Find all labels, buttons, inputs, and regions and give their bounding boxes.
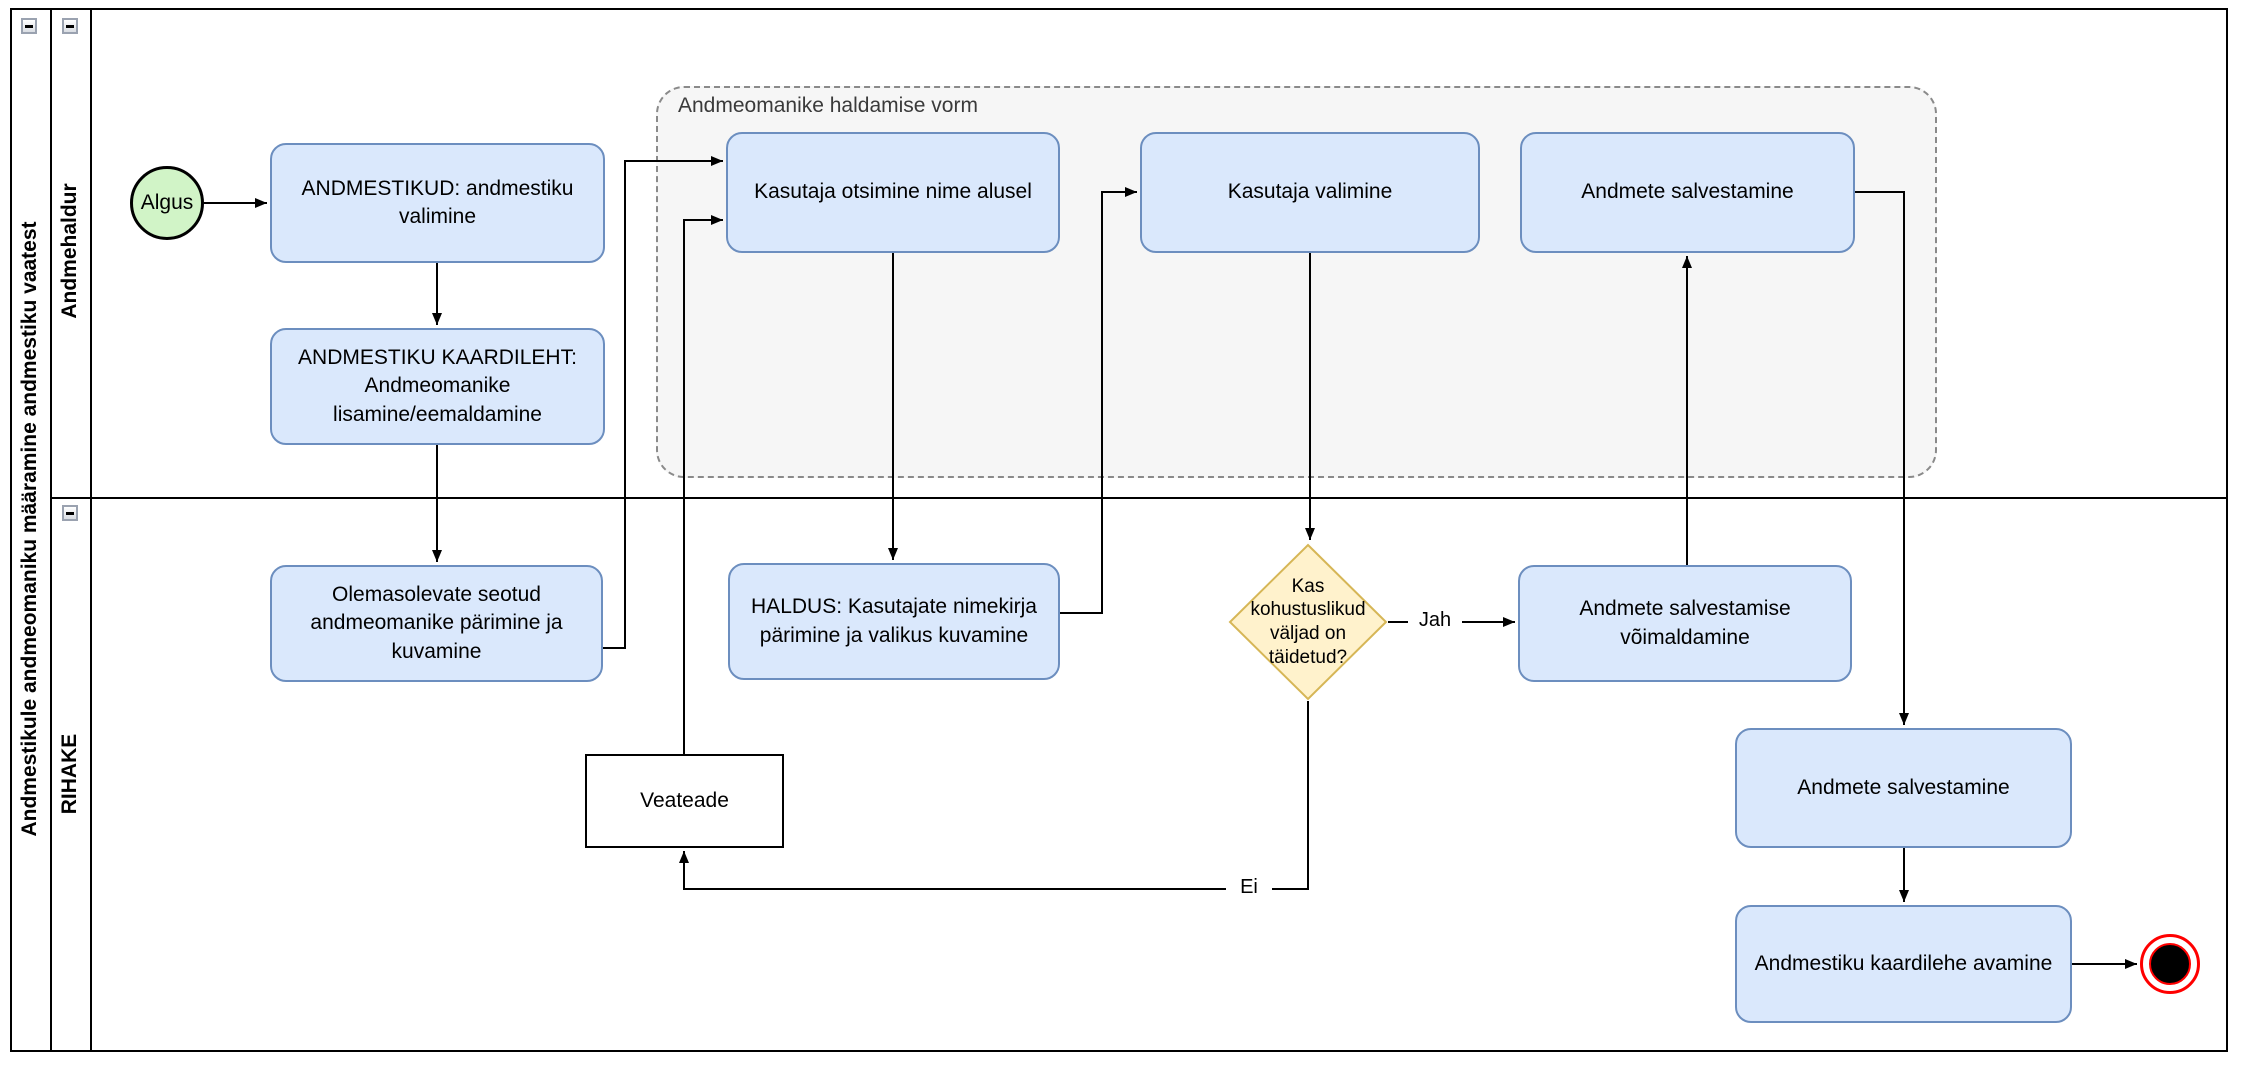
edge-label-ei: Ei bbox=[1226, 876, 1272, 899]
group-label: Andmeomanike haldamise vorm bbox=[678, 94, 978, 117]
task-label: Andmete salvestamine bbox=[1581, 180, 1794, 204]
task-andmete-salvestamine-top[interactable]: Andmete salvestamine bbox=[1520, 132, 1855, 253]
task-label: Andmete salvestamine bbox=[1797, 775, 2010, 799]
task-label: HALDUS: Kasutajate nimekirja pärimine ja… bbox=[751, 595, 1037, 647]
lane-divider bbox=[52, 497, 2228, 499]
task-label: Andmestiku kaardilehe avamine bbox=[1754, 951, 2053, 975]
task-label: Kasutaja valimine bbox=[1227, 180, 1393, 204]
lane-title-strip-divider bbox=[90, 10, 92, 1050]
task-olemasolevate-parimine[interactable]: Olemasolevate seotud andmeomanike pärimi… bbox=[270, 565, 603, 682]
veateade-label: Veateade bbox=[640, 789, 729, 812]
minus-icon bbox=[25, 24, 33, 28]
lane-rihake-collapse-button[interactable] bbox=[62, 505, 78, 521]
task-andmestikud-valimine[interactable]: ANDMESTIKUD: andmestiku valimine bbox=[270, 143, 605, 263]
start-event-label: Algus bbox=[140, 191, 194, 214]
lane-andmehaldur-collapse-button[interactable] bbox=[62, 18, 78, 34]
decision-label: Kas kohustuslikud väljad on täidetud? bbox=[1250, 575, 1366, 668]
pool-collapse-button[interactable] bbox=[21, 18, 37, 34]
task-salvestamise-voimaldamine[interactable]: Andmete salvestamise võimaldamine bbox=[1518, 565, 1852, 682]
pool-title-strip-divider bbox=[50, 10, 52, 1050]
task-kaardilehe-avamine[interactable]: Andmestiku kaardilehe avamine bbox=[1735, 905, 2072, 1023]
pool-title: Andmestikule andmeomaniku määramine andm… bbox=[18, 221, 41, 837]
edge-label-jah: Jah bbox=[1408, 609, 1462, 632]
task-label: Andmete salvestamise võimaldamine bbox=[1579, 597, 1791, 649]
diamond-shape bbox=[1228, 543, 1388, 701]
task-andmestiku-kaardileht[interactable]: ANDMESTIKU KAARDILEHT: Andmeomanike lisa… bbox=[270, 328, 605, 445]
task-haldus-nimekirja[interactable]: HALDUS: Kasutajate nimekirja pärimine ja… bbox=[728, 563, 1060, 680]
task-label: ANDMESTIKUD: andmestiku valimine bbox=[301, 176, 574, 228]
lane-title-rihake[interactable]: RIHAKE bbox=[58, 733, 81, 815]
task-label: Kasutaja otsimine nime alusel bbox=[754, 180, 1032, 204]
start-event[interactable]: Algus bbox=[130, 166, 204, 240]
veateade-box[interactable]: Veateade bbox=[585, 754, 784, 848]
task-kasutaja-otsimine[interactable]: Kasutaja otsimine nime alusel bbox=[726, 132, 1060, 253]
task-kasutaja-valimine[interactable]: Kasutaja valimine bbox=[1140, 132, 1480, 253]
decision-gateway[interactable]: Kas kohustuslikud väljad on täidetud? bbox=[1228, 543, 1388, 701]
task-label: Olemasolevate seotud andmeomanike pärimi… bbox=[310, 582, 563, 663]
lane-title-andmehaldur[interactable]: Andmehaldur bbox=[58, 183, 81, 319]
end-event[interactable] bbox=[2140, 934, 2200, 994]
end-event-inner-circle bbox=[2149, 943, 2191, 985]
pool-container bbox=[10, 8, 2228, 1052]
task-andmete-salvestamine-bottom[interactable]: Andmete salvestamine bbox=[1735, 728, 2072, 848]
minus-icon bbox=[66, 24, 74, 28]
task-label: ANDMESTIKU KAARDILEHT: Andmeomanike lisa… bbox=[298, 345, 577, 426]
minus-icon bbox=[66, 511, 74, 515]
